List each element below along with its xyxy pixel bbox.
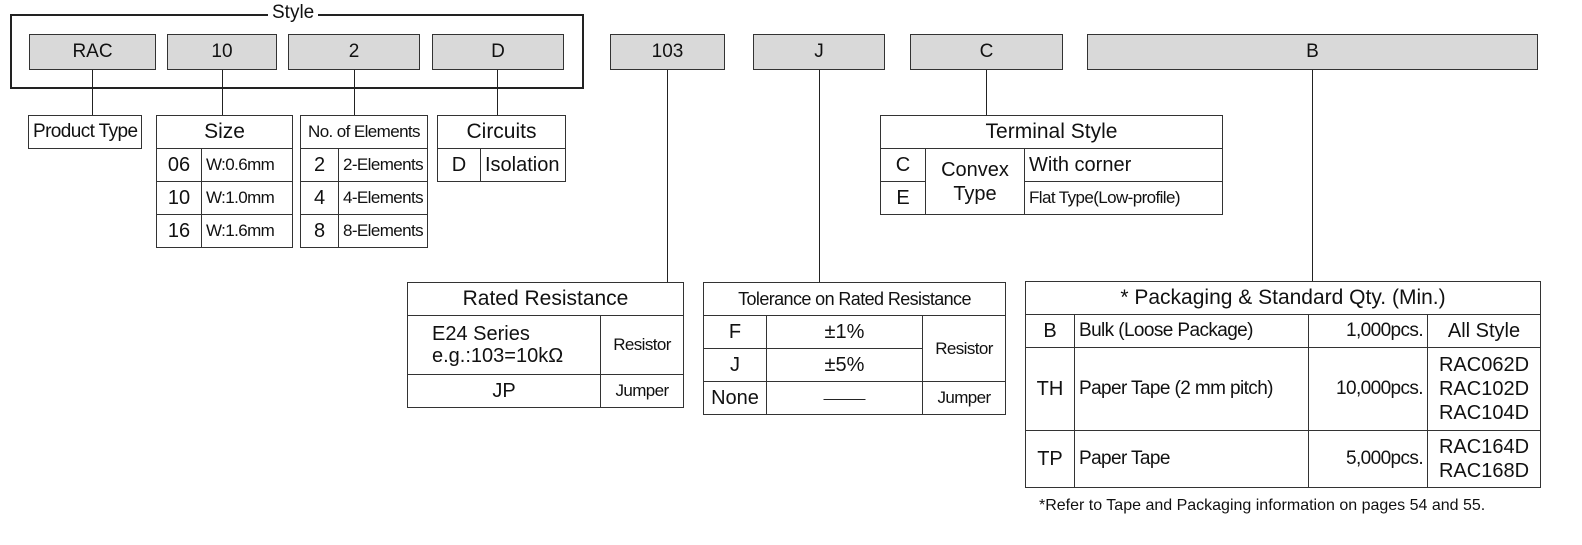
table-row: TH Paper Tape (2 mm pitch) 10,000pcs. RA… <box>1025 347 1541 431</box>
packaging-desc: Paper Tape <box>1074 430 1309 488</box>
packaging-title: * Packaging & Standard Qty. (Min.) <box>1025 281 1541 315</box>
size-code: 10 <box>156 181 202 215</box>
packaging-qty: 1,000pcs. <box>1308 314 1428 348</box>
resistance-resistor: Resistor <box>600 315 684 375</box>
packaging-code: TH <box>1025 347 1075 431</box>
style-label: Style <box>268 3 319 23</box>
resistance-series: E24 Series e.g.:103=10kΩ <box>407 315 601 375</box>
code-box-circuits: D <box>432 34 564 70</box>
connector-line <box>667 70 668 282</box>
terminal-desc: With corner <box>1024 148 1223 182</box>
packaging-note: *Refer to Tape and Packaging information… <box>1039 497 1486 514</box>
table-row: C Convex Type With corner <box>880 148 1223 215</box>
circuits-table: Circuits D Isolation <box>437 115 566 182</box>
code-box-resistance: 103 <box>610 34 725 70</box>
packaging-desc: Paper Tape (2 mm pitch) <box>1074 347 1309 431</box>
connector-line <box>819 70 820 282</box>
connector-line <box>222 70 223 115</box>
table-row: D Isolation <box>437 148 566 182</box>
code-box-packaging: B <box>1087 34 1538 70</box>
packaging-qty: 5,000pcs. <box>1308 430 1428 488</box>
code-box-rac: RAC <box>29 34 156 70</box>
elements-table: No. of Elements 2 2-Elements 4 4-Element… <box>299 115 428 248</box>
tolerance-value: ——— <box>766 381 923 415</box>
terminal-type-label: Convex Type <box>925 148 1025 215</box>
packaging-qty: 10,000pcs. <box>1308 347 1428 431</box>
code-box-terminal: C <box>910 34 1063 70</box>
elements-title: No. of Elements <box>300 115 428 149</box>
table-row: None ——— Jumper <box>703 381 1006 415</box>
table-row: 10 W:1.0mm <box>156 181 293 215</box>
resistance-title: Rated Resistance <box>407 282 684 316</box>
size-desc: W:1.0mm <box>201 181 293 215</box>
terminal-code: E <box>880 181 926 215</box>
elements-desc: 8-Elements <box>338 214 428 248</box>
tolerance-code: None <box>703 381 767 415</box>
size-code: 06 <box>156 148 202 182</box>
terminal-table: Terminal Style C Convex Type With corner… <box>880 115 1223 215</box>
packaging-desc: Bulk (Loose Package) <box>1074 314 1309 348</box>
packaging-table: * Packaging & Standard Qty. (Min.) B Bul… <box>1025 281 1541 488</box>
tolerance-value: ±5% <box>766 348 923 382</box>
table-row: JP Jumper <box>407 374 684 408</box>
connector-line <box>497 70 498 115</box>
connector-line <box>354 70 355 115</box>
table-row: J ±5% <box>703 348 1006 382</box>
product-type-label: Product Type <box>27 115 143 149</box>
elements-desc: 2-Elements <box>338 148 428 182</box>
code-box-size: 10 <box>167 34 277 70</box>
table-row: E Flat Type(Low-profile) <box>880 181 1223 215</box>
connector-line <box>986 70 987 115</box>
size-desc: W:0.6mm <box>201 148 293 182</box>
size-table: Size 06 W:0.6mm 10 W:1.0mm 16 W:1.6mm <box>156 115 293 248</box>
terminal-title: Terminal Style <box>880 115 1223 149</box>
connector-line <box>92 70 93 115</box>
packaging-style: RAC164D RAC168D <box>1427 430 1541 488</box>
packaging-style: All Style <box>1427 314 1541 348</box>
table-row: 16 W:1.6mm <box>156 214 293 248</box>
resistance-table: Rated Resistance E24 Series e.g.:103=10k… <box>407 282 684 408</box>
terminal-desc: Flat Type(Low-profile) <box>1024 181 1223 215</box>
table-row: B Bulk (Loose Package) 1,000pcs. All Sty… <box>1025 314 1541 348</box>
connector-line <box>1312 70 1313 281</box>
size-code: 16 <box>156 214 202 248</box>
table-row: E24 Series e.g.:103=10kΩ Resistor <box>407 315 684 375</box>
elements-code: 8 <box>299 214 340 248</box>
code-box-elements: 2 <box>288 34 420 70</box>
tolerance-value: ±1% <box>766 315 923 349</box>
table-row: 2 2-Elements <box>299 148 428 182</box>
elements-code: 2 <box>299 148 340 182</box>
tolerance-table: Tolerance on Rated Resistance F ±1% Resi… <box>703 282 1006 415</box>
elements-code: 4 <box>299 181 340 215</box>
elements-desc: 4-Elements <box>338 181 428 215</box>
table-row: 4 4-Elements <box>299 181 428 215</box>
packaging-code: B <box>1025 314 1075 348</box>
packaging-code: TP <box>1025 430 1075 488</box>
table-row: 06 W:0.6mm <box>156 148 293 182</box>
tolerance-code: F <box>703 315 767 349</box>
size-desc: W:1.6mm <box>201 214 293 248</box>
product-type-table: Product Type <box>27 115 143 149</box>
resistance-series-line2: e.g.:103=10kΩ <box>432 345 564 367</box>
tolerance-jumper: Jumper <box>922 381 1006 415</box>
tolerance-code: J <box>703 348 767 382</box>
circuits-desc: Isolation <box>480 148 566 182</box>
table-row: 8 8-Elements <box>299 214 428 248</box>
tolerance-title: Tolerance on Rated Resistance <box>703 282 1006 316</box>
table-row: TP Paper Tape 5,000pcs. RAC164D RAC168D <box>1025 430 1541 488</box>
resistance-series-line1: E24 Series <box>432 323 530 345</box>
resistance-jumper: Jumper <box>600 374 684 408</box>
circuits-title: Circuits <box>437 115 566 149</box>
table-row: F ±1% Resistor <box>703 315 1006 382</box>
resistance-jp: JP <box>407 374 601 408</box>
tolerance-resistor: Resistor <box>922 315 1006 382</box>
circuits-code: D <box>437 148 481 182</box>
terminal-code: C <box>880 148 926 182</box>
packaging-style: RAC062D RAC102D RAC104D <box>1427 347 1541 431</box>
size-title: Size <box>156 115 293 149</box>
code-box-tolerance: J <box>753 34 885 70</box>
